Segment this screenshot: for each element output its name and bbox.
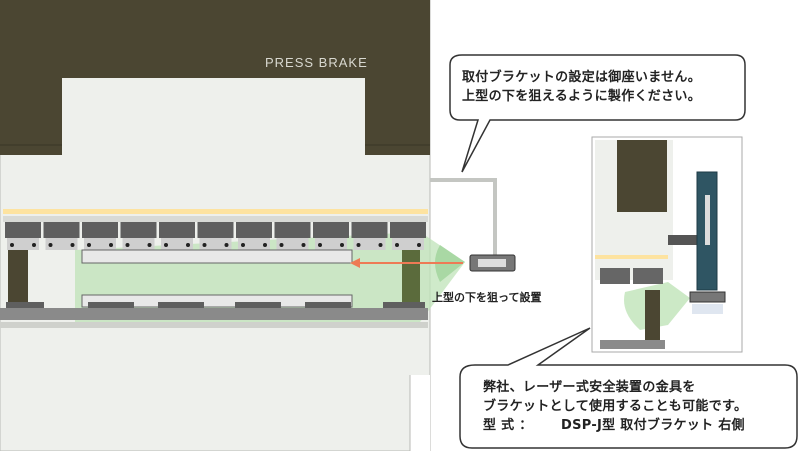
press-brake-label: PRESS BRAKE <box>265 55 368 70</box>
punch-holder <box>197 222 234 238</box>
mounting-bracket <box>430 178 497 255</box>
punch-holder <box>313 222 349 238</box>
lower-tool <box>81 294 353 308</box>
callout-bottom-line-1: 弊社、レーザー式安全装置の金具を <box>483 380 696 395</box>
punch-holder <box>5 222 41 238</box>
punch-holder <box>120 222 157 238</box>
model-line: 型 式 ： DSP-J型 取付ブラケット 右側 <box>483 416 747 435</box>
die-block <box>158 302 204 311</box>
punch-holder <box>82 222 118 238</box>
punch-holder <box>351 222 388 238</box>
callout-bottom-text: 弊社、レーザー式安全装置の金具を ブラケットとして使用することも可能です。 型 … <box>483 378 747 435</box>
die-block <box>6 302 44 311</box>
punch-holder <box>43 222 80 238</box>
callout-bottom-bubble <box>459 327 798 449</box>
callout-top-line-2: 上型の下を狙えるように製作ください。 <box>462 89 702 104</box>
die-block <box>235 302 281 311</box>
die-block <box>305 302 351 311</box>
right-column <box>365 0 430 155</box>
model-value: DSP-J型 取付ブラケット 右側 <box>561 418 745 433</box>
bed-rail <box>0 308 428 320</box>
die-block <box>383 302 425 311</box>
upper-tool-holders <box>5 222 426 250</box>
aim-label: 上型の下を狙って設置 <box>432 291 542 304</box>
callout-bottom-line-2: ブラケットとして使用することも可能です。 <box>483 399 748 414</box>
callout-top-bubble <box>449 54 746 173</box>
punch-holder <box>274 222 311 238</box>
right-post <box>402 250 420 312</box>
yellow-stripe <box>3 209 428 214</box>
callout-top-line-1: 取付ブラケットの設定は御座いません。 <box>462 70 702 85</box>
punch-holder <box>390 222 426 238</box>
callout-top-text: 取付ブラケットの設定は御座いません。 上型の下を狙えるように製作ください。 <box>462 68 701 106</box>
upper-tool <box>81 249 353 264</box>
lower-die-blocks <box>6 302 425 311</box>
model-label: 型 式 ： <box>483 418 533 433</box>
left-post <box>8 250 28 312</box>
top-frame-beam <box>0 0 430 78</box>
punch-holder <box>159 222 195 238</box>
inset-side-view <box>591 136 743 353</box>
left-column <box>0 0 62 155</box>
punch-holder <box>236 222 272 238</box>
die-block <box>88 302 134 311</box>
